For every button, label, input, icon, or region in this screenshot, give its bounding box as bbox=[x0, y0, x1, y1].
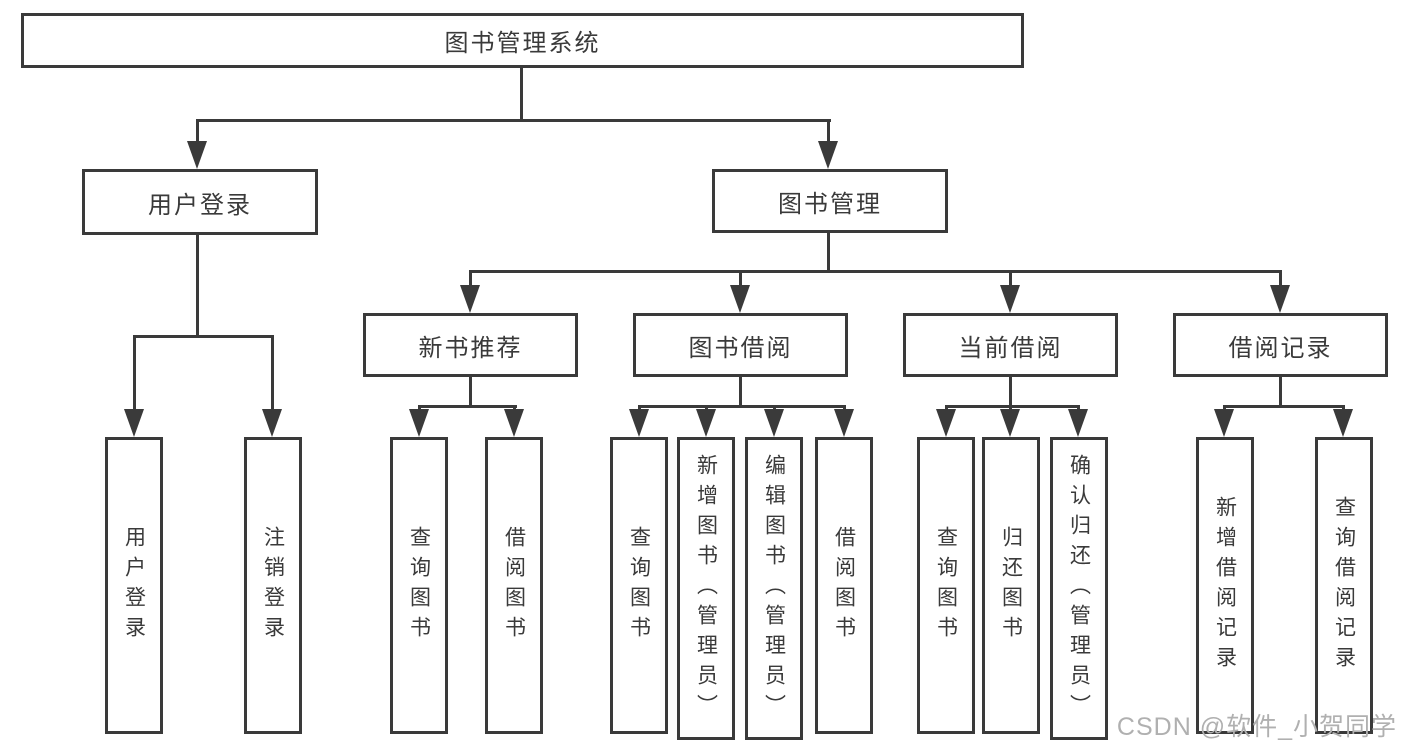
leaf-borrow-books-recommend: 借阅图书 bbox=[485, 437, 543, 734]
arrow-down-icon bbox=[1333, 409, 1353, 437]
connector-line bbox=[469, 377, 472, 408]
leaf-add-borrow-record: 新增借阅记录 bbox=[1196, 437, 1254, 734]
arrow-down-icon bbox=[1270, 285, 1290, 313]
connector-line bbox=[1009, 270, 1012, 288]
connector-line bbox=[271, 335, 274, 413]
arrow-down-icon bbox=[730, 285, 750, 313]
arrow-down-icon bbox=[460, 285, 480, 313]
arrow-down-icon bbox=[1000, 409, 1020, 437]
leaf-query-books-recommend: 查询图书 bbox=[390, 437, 448, 734]
connector-line bbox=[638, 405, 846, 408]
watermark: CSDN @软件_小贺同学 bbox=[1116, 713, 1397, 741]
node-current-borrowing: 当前借阅 bbox=[903, 313, 1118, 377]
connector-line bbox=[520, 68, 523, 122]
connector-line bbox=[1009, 377, 1012, 408]
connector-line bbox=[827, 119, 830, 145]
node-user-login: 用户登录 bbox=[82, 169, 318, 235]
arrow-down-icon bbox=[187, 141, 207, 169]
arrow-down-icon bbox=[696, 409, 716, 437]
leaf-return-book: 归还图书 bbox=[982, 437, 1040, 734]
node-borrowing-records: 借阅记录 bbox=[1173, 313, 1388, 377]
leaf-query-borrow-record: 查询借阅记录 bbox=[1315, 437, 1373, 734]
arrow-down-icon bbox=[629, 409, 649, 437]
arrow-down-icon bbox=[936, 409, 956, 437]
leaf-user-login: 用户登录 bbox=[105, 437, 163, 734]
arrow-down-icon bbox=[1214, 409, 1234, 437]
connector-line bbox=[418, 405, 517, 408]
connector-line bbox=[1279, 270, 1282, 288]
connector-line bbox=[196, 119, 831, 122]
leaf-logout: 注销登录 bbox=[244, 437, 302, 734]
connector-line bbox=[133, 335, 136, 413]
arrow-down-icon bbox=[818, 141, 838, 169]
node-book-management: 图书管理 bbox=[712, 169, 948, 233]
connector-line bbox=[1279, 377, 1282, 408]
connector-line bbox=[945, 405, 1080, 408]
connector-line bbox=[196, 119, 199, 145]
connector-line bbox=[827, 233, 830, 273]
arrow-down-icon bbox=[1068, 409, 1088, 437]
leaf-query-books-borrowing: 查询图书 bbox=[610, 437, 668, 734]
connector-line bbox=[1223, 405, 1343, 408]
node-book-borrowing: 图书借阅 bbox=[633, 313, 848, 377]
connector-line bbox=[133, 335, 274, 338]
arrow-down-icon bbox=[764, 409, 784, 437]
arrow-down-icon bbox=[1000, 285, 1020, 313]
arrow-down-icon bbox=[124, 409, 144, 437]
node-new-book-recommendation: 新书推荐 bbox=[363, 313, 578, 377]
leaf-edit-book-admin: 编辑图书（管理员） bbox=[745, 437, 803, 740]
arrow-down-icon bbox=[504, 409, 524, 437]
connector-line bbox=[739, 377, 742, 408]
connector-line bbox=[469, 270, 472, 288]
leaf-query-books-current: 查询图书 bbox=[917, 437, 975, 734]
arrow-down-icon bbox=[262, 409, 282, 437]
connector-line bbox=[739, 270, 742, 288]
arrow-down-icon bbox=[834, 409, 854, 437]
leaf-confirm-return-admin: 确认归还（管理员） bbox=[1050, 437, 1108, 740]
arrow-down-icon bbox=[409, 409, 429, 437]
leaf-add-book-admin: 新增图书（管理员） bbox=[677, 437, 735, 740]
node-library-management-system: 图书管理系统 bbox=[21, 13, 1024, 68]
connector-line bbox=[469, 270, 1282, 273]
connector-line bbox=[196, 235, 199, 335]
leaf-borrow-books-borrowing: 借阅图书 bbox=[815, 437, 873, 734]
